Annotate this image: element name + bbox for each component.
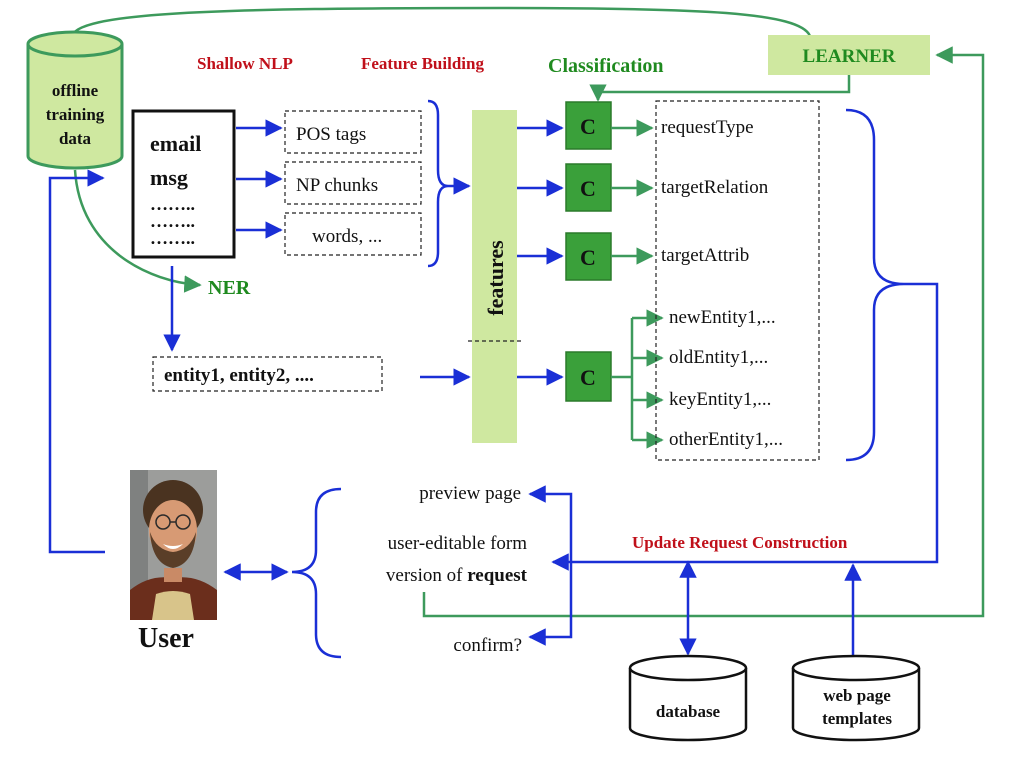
user-feedback-line [48,169,105,554]
learner-to-classifier-arrow [589,75,851,102]
option-confirm: confirm? [453,635,522,656]
words-box [284,212,422,256]
words-label: words, ... [312,226,382,247]
c4-branch-lines [611,318,634,440]
email-line2: msg [150,165,188,190]
user-photo [130,470,217,620]
offline-db-line1: offline [52,81,99,100]
classifier-label-2: C [580,176,596,201]
output-old-entity: oldEntity1,... [669,347,768,368]
classifier-label-1: C [580,114,596,139]
outputs-brace [845,108,905,462]
brace-to-update-line [551,282,939,571]
learner-label: LEARNER [803,46,896,67]
db-to-ner-arrow [73,169,202,293]
output-key-entity: keyEntity1,... [669,389,771,410]
web-templates-cylinder [791,654,921,742]
email-dots3: …….. [150,228,195,248]
stage-shallow-nlp: Shallow NLP [197,54,293,73]
option-preview: preview page [419,483,521,504]
offline-db-line3: data [59,129,92,148]
option-form-line2: version of request [386,565,528,586]
stage-feature-building: Feature Building [361,54,484,73]
classifier-request-type [565,101,612,150]
features-label: features [483,240,508,316]
ner-label: NER [208,277,251,299]
pos-tags-label: POS tags [296,124,366,145]
user-label: User [138,623,194,654]
output-target-attrib: targetAttrib [661,245,749,266]
entities-label: entity1, entity2, .... [164,365,314,386]
classifier-target-attrib [565,232,612,281]
classifier-target-relation [565,163,612,212]
templates-line2: templates [822,709,892,728]
database-cylinder [628,654,748,742]
entities-box [152,356,383,392]
training-to-learner-arc [70,6,812,39]
offline-db-line2: training [46,105,105,124]
email-dots2: …….. [150,211,195,231]
output-other-entity: otherEntity1,... [669,429,783,450]
email-dots1: …….. [150,194,195,214]
learner-box [768,35,930,75]
feedback-to-learner-arrow [422,46,985,618]
option-form-line1: user-editable form [388,533,528,554]
classifier-label-3: C [580,245,596,270]
nlp-brace [427,99,449,268]
update-request-label: Update Request Construction [632,533,848,552]
np-chunks-label: NP chunks [296,175,378,196]
classifier-label-4: C [580,365,596,390]
output-target-relation: targetRelation [661,177,769,198]
email-line1: email [150,131,201,156]
offline-training-data-cylinder [26,30,124,170]
email-msg-box [131,109,236,259]
output-new-entity: newEntity1,... [669,307,776,328]
preview-confirm-connector [528,485,573,646]
pos-tags-box [284,110,422,154]
outputs-box [655,100,820,461]
database-label: database [656,702,721,721]
features-bar [472,110,517,443]
np-chunks-box [284,161,422,205]
templates-line1: web page [823,686,891,705]
stage-classification: Classification [548,55,664,77]
user-options-brace [291,487,342,659]
output-request-type: requestType [661,117,754,138]
